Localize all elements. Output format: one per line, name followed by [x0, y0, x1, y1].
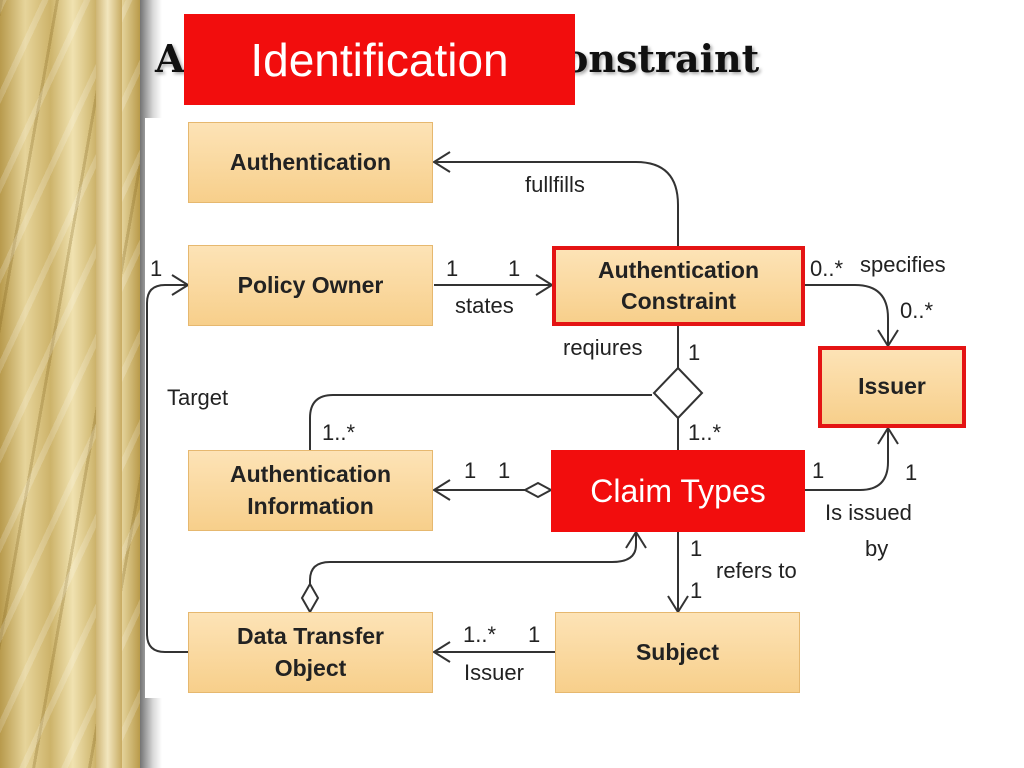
- label-info-one-b: 1: [498, 458, 510, 483]
- label-by: by: [865, 536, 888, 561]
- label-issued-one-a: 1: [812, 458, 824, 483]
- slide-title: A onstraint: [155, 36, 759, 81]
- label-states: states: [455, 293, 514, 318]
- label-info-one-a: 1: [464, 458, 476, 483]
- issued-arrowhead: [877, 426, 899, 445]
- dto-claim-arrowhead: [625, 530, 647, 549]
- data-transfer-object-box: Data Transfer Object: [188, 612, 433, 693]
- label-reqiures-one: 1: [688, 340, 700, 365]
- issued-line: [805, 428, 889, 491]
- subject-box: Subject: [555, 612, 800, 693]
- label-dto-mult: 1..*: [463, 622, 496, 647]
- label-fullfills: fullfills: [525, 172, 585, 197]
- label-zero-many-a: 0..*: [810, 256, 843, 281]
- target-line: [309, 394, 652, 450]
- dto-owner-line: [146, 284, 188, 653]
- identification-label: Identification: [184, 14, 575, 105]
- dto-issuer-arrowhead: [432, 641, 451, 663]
- label-issued-one-b: 1: [905, 460, 917, 485]
- authentication-information-box: Authentication Information: [188, 450, 433, 531]
- fullfills-line: [434, 161, 679, 246]
- issuer-box: Issuer: [818, 346, 966, 428]
- dto-claim-line: [309, 532, 637, 594]
- info-diamond: [522, 481, 554, 499]
- policy-owner-box: Policy Owner: [188, 245, 433, 326]
- label-refers-to: refers to: [716, 558, 797, 583]
- label-zero-many-b: 0..*: [900, 298, 933, 323]
- label-refers-one-b: 1: [690, 578, 702, 603]
- label-states-one-a: 1: [446, 256, 458, 281]
- claim-types-label: Claim Types: [551, 450, 805, 532]
- label-is-issued: Is issued: [825, 500, 912, 525]
- label-states-one-b: 1: [508, 256, 520, 281]
- label-dto-one: 1: [528, 622, 540, 647]
- label-refers-one-a: 1: [690, 536, 702, 561]
- requires-diamond: [652, 366, 704, 420]
- label-claim-mult: 1..*: [688, 420, 721, 445]
- label-specifies: specifies: [860, 252, 946, 277]
- authentication-box: Authentication: [188, 122, 433, 203]
- label-target: Target: [167, 385, 228, 410]
- info-arrowhead: [432, 479, 451, 501]
- label-issuer-assoc: Issuer: [464, 660, 524, 685]
- authentication-constraint-box: Authentication Constraint: [552, 246, 805, 326]
- label-target-mult: 1..*: [322, 420, 355, 445]
- title-prefix: A: [155, 36, 185, 81]
- fullfills-arrowhead: [432, 151, 451, 173]
- dto-diamond: [300, 581, 320, 615]
- label-reqiures: reqiures: [563, 335, 642, 360]
- specifies-line: [805, 284, 889, 346]
- label-policy-one: 1: [150, 256, 162, 281]
- title-suffix: onstraint: [563, 36, 760, 81]
- gold-stripe: [96, 0, 122, 768]
